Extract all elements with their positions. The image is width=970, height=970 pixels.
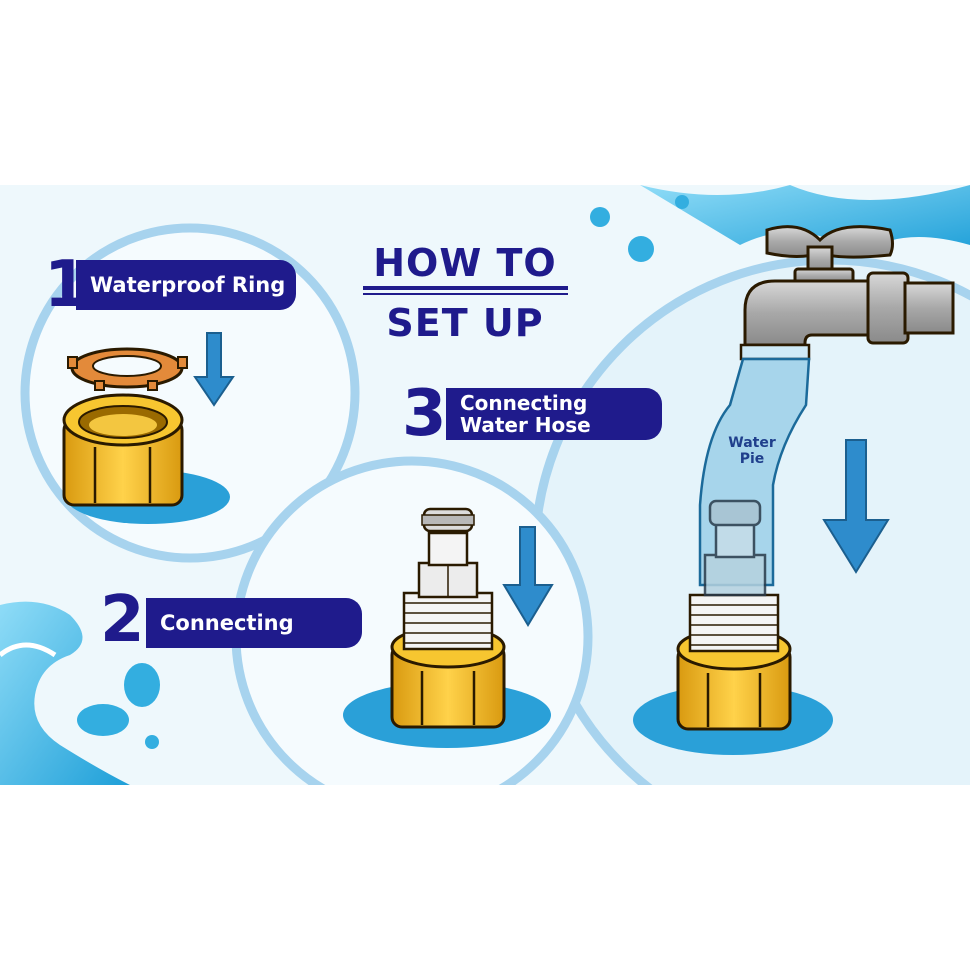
water-drop: [145, 735, 159, 749]
step-3-number: 3: [402, 377, 447, 451]
water-wave: [0, 642, 57, 658]
hose-label: Water Pie: [720, 435, 784, 467]
faucet: [739, 225, 955, 361]
water-drop: [124, 663, 160, 707]
title-line-2: SET UP: [386, 301, 544, 345]
waterproof-ring: [67, 347, 188, 391]
title-line-1: HOW TO: [373, 241, 557, 285]
step-2-label: Connecting: [160, 611, 294, 635]
water-drop: [77, 704, 129, 736]
step-3-label-line-1: Connecting: [460, 391, 588, 415]
water-drop: [675, 195, 689, 209]
quick-connector-3: [703, 499, 767, 597]
step-3-label-pill: Connecting Water Hose: [446, 388, 662, 440]
step-2-number: 2: [100, 583, 145, 657]
step-1-label: Waterproof Ring: [90, 273, 286, 297]
step-1-label-pill: Waterproof Ring: [76, 260, 296, 310]
illustration: [0, 185, 970, 785]
brass-connector-1: [62, 393, 184, 507]
step-2-label-pill: Connecting: [146, 598, 362, 648]
hose-label-line-1: Water: [728, 435, 776, 451]
threaded-adapter-3: [688, 593, 780, 653]
setup-banner: HOW TO SET UP 1 Waterproof Ring 2 Connec…: [0, 185, 970, 785]
threaded-adapter-2: [402, 507, 494, 651]
arrow-down-icon: [822, 439, 890, 574]
title-divider: [363, 293, 568, 295]
step-3-label-line-2: Water Hose: [460, 413, 591, 437]
hose-label-line-2: Pie: [739, 451, 765, 467]
arrow-down-icon: [502, 526, 554, 627]
arrow-down-icon: [193, 332, 235, 407]
water-drop: [628, 236, 654, 262]
title-divider: [363, 286, 568, 290]
water-drop: [590, 207, 610, 227]
